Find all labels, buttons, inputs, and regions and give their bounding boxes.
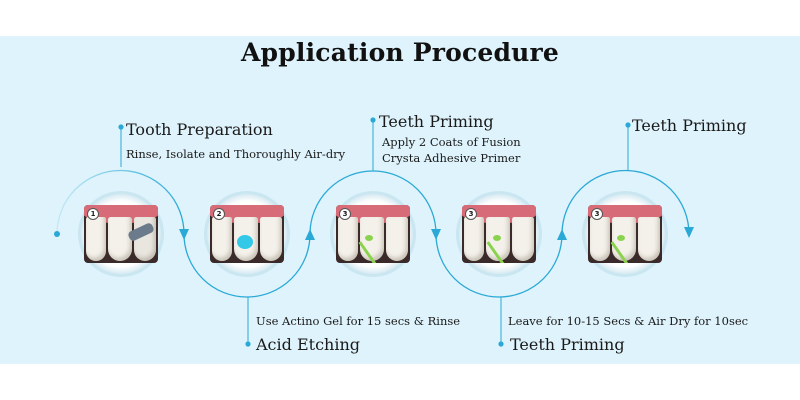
step-2-heading: Acid Etching bbox=[256, 335, 360, 354]
flow-arrow-1 bbox=[179, 229, 189, 240]
step-4-photo: 3 bbox=[462, 205, 536, 263]
flow-end-arrow bbox=[684, 227, 694, 238]
step-2-photo: 2 bbox=[210, 205, 284, 263]
step-5-number: 3 bbox=[591, 208, 603, 220]
step-3-number: 3 bbox=[339, 208, 351, 220]
step-2-detail: Use Actino Gel for 15 secs & Rinse bbox=[256, 314, 461, 328]
step-4-heading: Teeth Priming bbox=[510, 335, 625, 354]
step-3-photo: 3 bbox=[336, 205, 410, 263]
step-1-heading: Tooth Preparation bbox=[126, 120, 273, 139]
flow-arc-1 bbox=[56, 169, 185, 235]
flow-start-dot bbox=[54, 231, 60, 237]
step-3-heading: Teeth Priming bbox=[379, 112, 494, 131]
step-1-detail: Rinse, Isolate and Thoroughly Air-dry bbox=[126, 147, 346, 161]
flow-arrow-4 bbox=[557, 229, 567, 240]
flow-arrow-2 bbox=[305, 229, 315, 240]
flow-arc-2 bbox=[183, 233, 311, 298]
step-5-heading: Teeth Priming bbox=[632, 116, 747, 135]
step-1-photo: 1 bbox=[84, 205, 158, 263]
step-4-number: 3 bbox=[465, 208, 477, 220]
etch-gel-mark bbox=[237, 235, 253, 249]
step-5-photo: 3 bbox=[588, 205, 662, 263]
flow-arrow-3 bbox=[431, 229, 441, 240]
step-3-detail-line2: Crysta Adhesive Primer bbox=[382, 151, 521, 165]
step-1-number: 1 bbox=[87, 208, 99, 220]
step-2-number: 2 bbox=[213, 208, 225, 220]
step-4-detail: Leave for 10-15 Secs & Air Dry for 10sec bbox=[508, 314, 749, 328]
flow-arc-5 bbox=[561, 169, 690, 235]
step-3-detail-line1: Apply 2 Coats of Fusion bbox=[382, 135, 521, 149]
diagram-title: Application Procedure bbox=[240, 38, 560, 67]
flow-arc-4 bbox=[435, 233, 563, 298]
